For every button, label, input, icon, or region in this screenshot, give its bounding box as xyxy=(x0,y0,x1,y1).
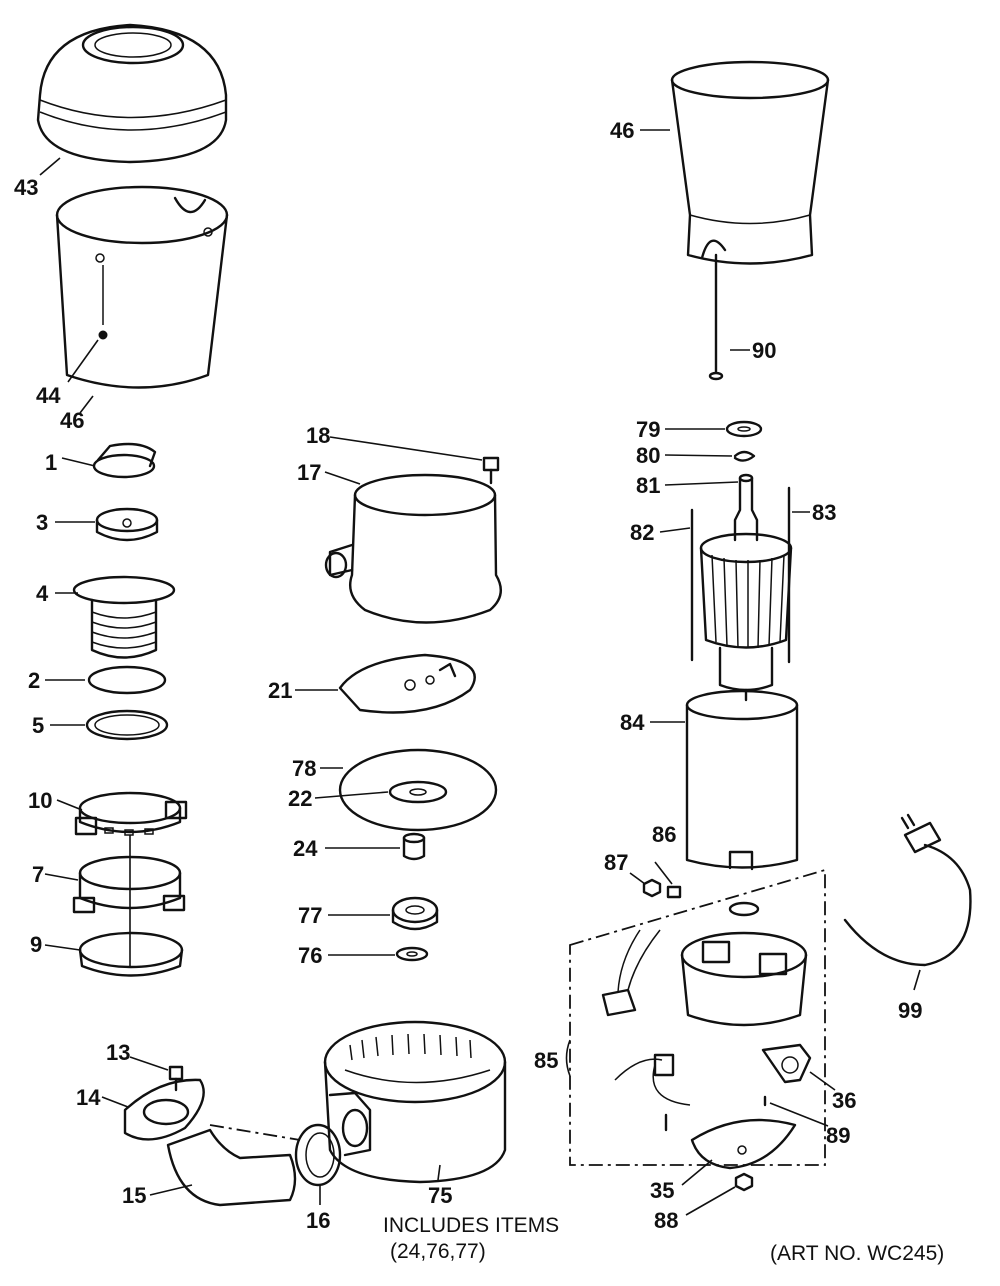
label-1: 1 xyxy=(45,450,57,475)
part-number-labels: 43 44 46 1 3 4 2 5 10 7 9 13 14 15 16 18… xyxy=(14,118,922,1233)
label-78: 78 xyxy=(292,756,316,781)
label-24: 24 xyxy=(293,836,318,861)
part-13-screw xyxy=(168,1065,184,1092)
part-18-screw xyxy=(482,456,500,485)
label-87: 87 xyxy=(604,850,628,875)
label-13: 13 xyxy=(106,1040,130,1065)
label-4: 4 xyxy=(36,581,49,606)
label-10: 10 xyxy=(28,788,52,813)
part-80-clip xyxy=(733,450,756,462)
label-79: 79 xyxy=(636,417,660,442)
label-18: 18 xyxy=(306,423,330,448)
label-5: 5 xyxy=(32,713,44,738)
label-14: 14 xyxy=(76,1085,101,1110)
label-15: 15 xyxy=(122,1183,146,1208)
part-21-shredder-plate xyxy=(338,653,476,714)
label-82: 82 xyxy=(630,520,654,545)
label-89: 89 xyxy=(826,1123,850,1148)
label-84: 84 xyxy=(620,710,645,735)
label-81: 81 xyxy=(636,473,660,498)
caption-includes-items: INCLUDES ITEMS xyxy=(383,1214,559,1237)
part-86-plug xyxy=(666,885,682,899)
label-77: 77 xyxy=(298,903,322,928)
part-9-gasket xyxy=(78,931,184,977)
part-90-bolt xyxy=(708,253,724,381)
part-7-support-ring xyxy=(72,855,186,914)
part-10-mounting-ring xyxy=(74,791,188,836)
label-7: 7 xyxy=(32,862,44,887)
part-3-baffle xyxy=(95,507,159,542)
label-75: 75 xyxy=(428,1183,452,1208)
label-43: 43 xyxy=(14,175,38,200)
part-46-bucket xyxy=(55,185,229,389)
part-4-sink-flange xyxy=(72,575,176,659)
part-15-discharge-tube xyxy=(166,1124,301,1207)
label-99: 99 xyxy=(898,998,922,1023)
part-43-cover xyxy=(36,23,228,164)
label-16: 16 xyxy=(306,1208,330,1233)
part-78-gasket xyxy=(338,748,498,832)
label-35: 35 xyxy=(650,1178,674,1203)
label-17: 17 xyxy=(297,460,321,485)
part-5-backup-ring xyxy=(85,709,169,741)
label-80: 80 xyxy=(636,443,660,468)
part-2-gasket xyxy=(87,665,167,695)
leader-lines xyxy=(39,129,921,1216)
caption-included-item-list: (24,76,77) xyxy=(390,1240,486,1263)
label-9: 9 xyxy=(30,932,42,957)
part-79-washer xyxy=(725,420,763,438)
part-24-sleeve xyxy=(402,832,426,861)
caption-art-number: (ART NO. WC245) xyxy=(770,1242,944,1265)
label-3: 3 xyxy=(36,510,48,535)
label-21: 21 xyxy=(268,678,292,703)
part-85-end-bell-assembly xyxy=(569,868,826,1192)
label-90: 90 xyxy=(752,338,776,363)
label-85: 85 xyxy=(534,1048,558,1073)
part-46-shell xyxy=(670,60,830,265)
label-88: 88 xyxy=(654,1208,678,1233)
part-84-stator-shell xyxy=(685,689,799,871)
label-76: 76 xyxy=(298,943,322,968)
label-86: 86 xyxy=(652,822,676,847)
label-46-right: 46 xyxy=(610,118,634,143)
label-83: 83 xyxy=(812,500,836,525)
label-2: 2 xyxy=(28,668,40,693)
label-44: 44 xyxy=(36,383,61,408)
label-36: 36 xyxy=(832,1088,856,1113)
part-77-bearing xyxy=(391,896,439,931)
part-99-power-cord xyxy=(843,813,972,967)
part-81-rotor xyxy=(699,473,793,702)
part-87-nut xyxy=(642,878,662,898)
part-1-stopper xyxy=(92,442,157,479)
part-22-washer xyxy=(388,780,448,804)
part-75-lower-housing xyxy=(323,1020,507,1184)
part-76-washer xyxy=(395,946,429,962)
part-14-flange xyxy=(123,1078,205,1141)
label-46-left: 46 xyxy=(60,408,84,433)
label-22: 22 xyxy=(288,786,312,811)
part-17-upper-housing xyxy=(324,473,502,624)
